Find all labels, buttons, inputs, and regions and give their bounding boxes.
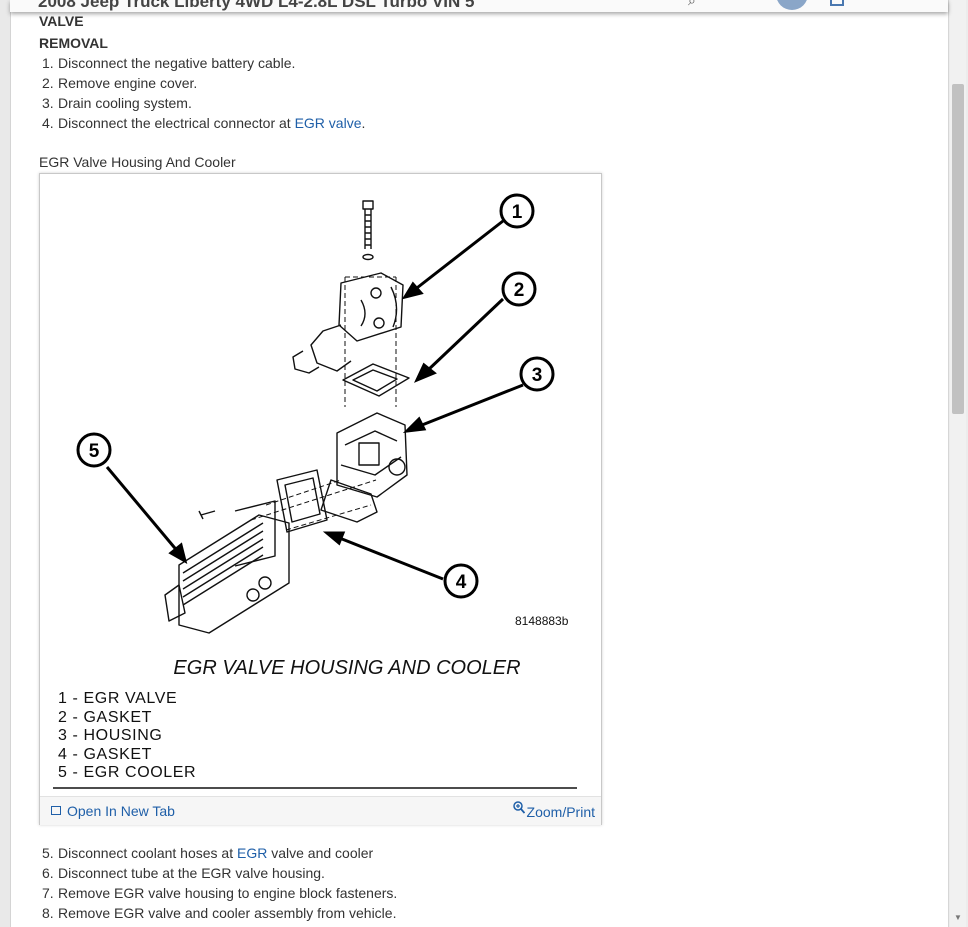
document-title: 2008 Jeep Truck Liberty 4WD L4-2.8L DSL … — [38, 0, 475, 11]
legend-item: 2 - GASKET — [58, 709, 152, 726]
step-text: Disconnect the negative battery cable. — [58, 55, 296, 71]
figure-title: EGR VALVE HOUSING AND COOLER — [173, 657, 520, 679]
legend-item: 4 - GASKET — [58, 746, 152, 763]
bolt-head — [362, 200, 374, 210]
step-item: 5.Disconnect coolant hoses at EGR valve … — [39, 843, 397, 863]
figure-toolbar: Open In New Tab Zoom/Print — [40, 796, 601, 825]
egr-link[interactable]: EGR — [237, 845, 268, 861]
callout-1-label: 1 — [512, 202, 523, 223]
figure-caption: EGR Valve Housing And Cooler — [39, 154, 236, 170]
callout-4 — [443, 563, 479, 599]
step-item: 8.Remove EGR valve and cooler assembly f… — [39, 903, 397, 923]
step-text: Disconnect the electrical connector at — [58, 115, 295, 131]
callout-3-label: 3 — [532, 365, 543, 386]
section-subtitle: REMOVAL — [39, 35, 108, 51]
document-icon[interactable] — [830, 0, 844, 6]
step-number: 3. — [42, 95, 54, 111]
open-tab-icon — [51, 806, 61, 815]
legend-item: 5 - EGR COOLER — [58, 764, 196, 781]
gasket-lower — [276, 469, 328, 533]
step-number: 8. — [42, 905, 54, 921]
step-text-end: . — [361, 115, 366, 131]
step-item: 2.Remove engine cover. — [39, 73, 365, 93]
cooler-bracket — [164, 584, 186, 622]
callout-4-label: 4 — [456, 572, 467, 593]
removal-steps-list: 1.Disconnect the negative battery cable.… — [39, 53, 365, 133]
step-item: 6.Disconnect tube at the EGR valve housi… — [39, 863, 397, 883]
zoom-print-link[interactable]: Zoom/Print — [512, 801, 595, 820]
egr-valve-actuator — [310, 324, 352, 372]
step-number: 1. — [42, 55, 54, 71]
small-bolt — [198, 510, 216, 520]
washer — [362, 253, 374, 261]
callout-1 — [499, 193, 535, 229]
open-in-new-tab-link[interactable]: Open In New Tab — [51, 803, 175, 819]
step-number: 4. — [42, 115, 54, 131]
egr-valve-connector — [292, 350, 320, 374]
step-number: 5. — [42, 845, 54, 861]
step-number: 2. — [42, 75, 54, 91]
step-item: 4.Disconnect the electrical connector at… — [39, 113, 365, 133]
step-number: 6. — [42, 865, 54, 881]
scrollbar-thumb[interactable] — [952, 84, 964, 414]
removal-steps-list-continued: 5.Disconnect coolant hoses at EGR valve … — [39, 843, 397, 923]
zoom-icon — [512, 801, 525, 814]
step-text: Remove EGR valve and cooler assembly fro… — [58, 905, 397, 921]
step-text: Disconnect tube at the EGR valve housing… — [58, 865, 325, 881]
egr-valve-link[interactable]: EGR valve — [294, 115, 362, 131]
housing-body — [336, 412, 408, 498]
step-item: 7.Remove EGR valve housing to engine blo… — [39, 883, 397, 903]
callout-5 — [76, 432, 112, 468]
user-avatar[interactable] — [776, 0, 808, 10]
callout-3 — [519, 356, 555, 392]
topbar-search-icon[interactable]: ⌕ — [688, 0, 696, 8]
step-text: Drain cooling system. — [58, 95, 192, 111]
callout-2 — [501, 271, 537, 307]
cooler-body — [178, 514, 290, 634]
step-item: 3.Drain cooling system. — [39, 93, 365, 113]
left-gutter — [0, 0, 11, 927]
open-tab-label: Open In New Tab — [67, 803, 175, 819]
zoom-label: Zoom/Print — [526, 804, 595, 820]
step-text-end: valve and cooler — [267, 845, 374, 861]
callout-2-label: 2 — [514, 280, 525, 301]
figure-container: 1 2 3 4 5 8148883b EGR VALVE HOUSING AND… — [39, 173, 602, 825]
step-text: Remove engine cover. — [58, 75, 198, 91]
egr-diagram: 1 2 3 4 5 8148883b EGR VALVE HOUSING AND… — [53, 193, 577, 789]
step-text: Remove EGR valve housing to engine block… — [58, 885, 398, 901]
legend-item: 3 - HOUSING — [58, 727, 162, 744]
document-header-bar: 2008 Jeep Truck Liberty 4WD L4-2.8L DSL … — [10, 0, 948, 12]
egr-valve-body — [338, 272, 404, 342]
section-title: VALVE — [39, 13, 84, 29]
scroll-down-icon[interactable]: ▼ — [954, 913, 962, 922]
legend-item: 1 - EGR VALVE — [58, 690, 177, 707]
figure-code: 8148883b — [515, 614, 569, 628]
step-text: Disconnect coolant hoses at — [58, 845, 237, 861]
gasket-upper — [342, 363, 410, 397]
step-number: 7. — [42, 885, 54, 901]
callout-5-label: 5 — [89, 441, 100, 462]
step-item: 1.Disconnect the negative battery cable. — [39, 53, 365, 73]
